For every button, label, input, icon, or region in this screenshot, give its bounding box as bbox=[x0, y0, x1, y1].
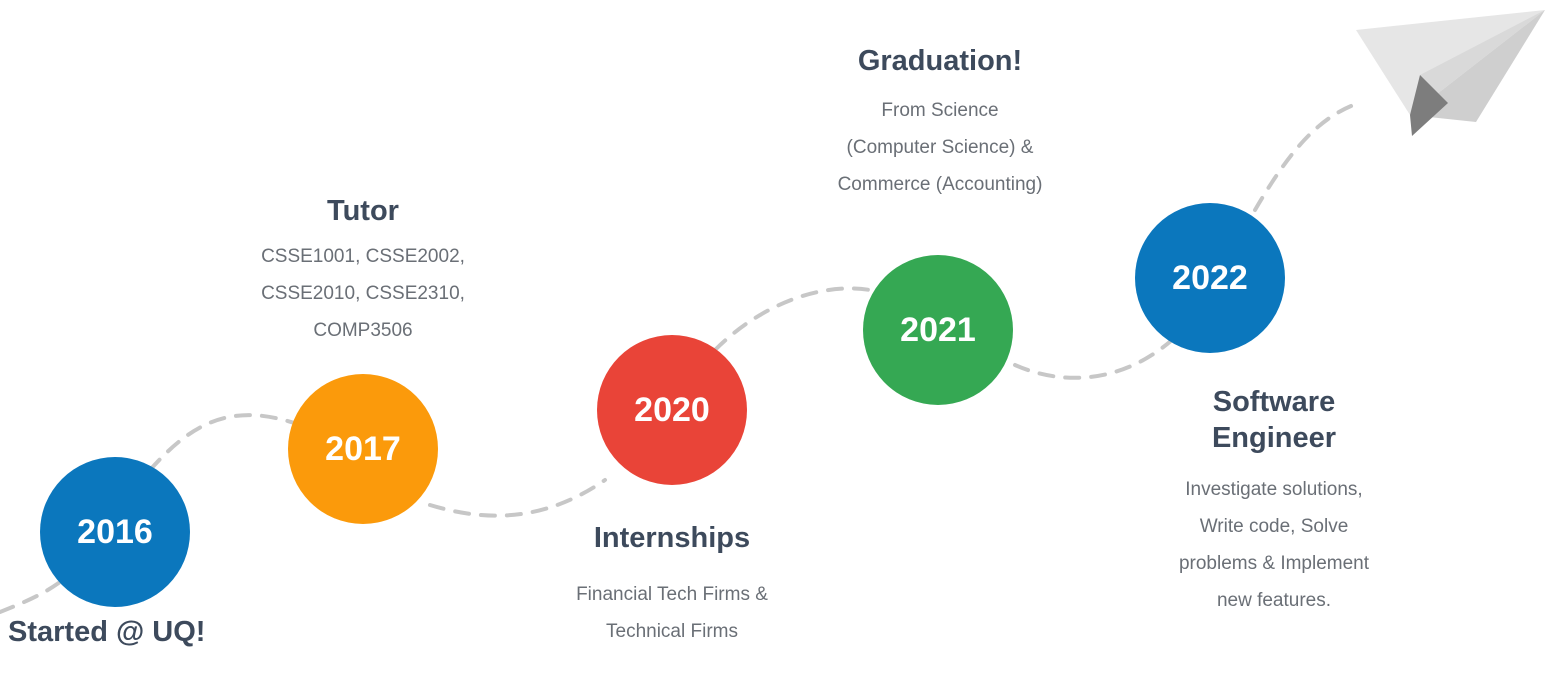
year-circle-2021: 2021 bbox=[863, 255, 1013, 405]
description-line: Financial Tech Firms & bbox=[576, 584, 768, 605]
milestone-title-graduation: Graduation! bbox=[857, 45, 1023, 77]
year-circle-2020: 2020 bbox=[597, 335, 747, 485]
description-line: From Science bbox=[881, 100, 999, 121]
year-label: 2022 bbox=[1172, 258, 1248, 297]
milestone-description-tutor: CSSE1001, CSSE2002, CSSE2010, CSSE2310, … bbox=[213, 238, 513, 349]
year-label: 2017 bbox=[325, 429, 401, 468]
milestone-description-internships: Financial Tech Firms & Technical Firms bbox=[522, 576, 822, 650]
description-line: Technical Firms bbox=[606, 621, 738, 642]
description-line: Commerce (Accounting) bbox=[837, 174, 1043, 195]
timeline-dashed-line bbox=[0, 100, 1364, 614]
milestone-title-software-engineer: Software Engineer bbox=[1124, 384, 1424, 456]
description-line: new features. bbox=[1216, 590, 1332, 611]
year-label: 2020 bbox=[634, 390, 710, 429]
milestone-description-graduation: From Science (Computer Science) & Commer… bbox=[780, 92, 1100, 203]
year-circle-2017: 2017 bbox=[288, 374, 438, 524]
description-line: Investigate solutions, bbox=[1185, 479, 1363, 500]
year-circle-2016: 2016 bbox=[40, 457, 190, 607]
description-line: COMP3506 bbox=[313, 320, 413, 341]
year-label: 2016 bbox=[77, 512, 153, 551]
description-line: CSSE2010, CSSE2310, bbox=[261, 283, 465, 304]
description-line: (Computer Science) & bbox=[846, 137, 1034, 158]
milestone-title-started: Started @ UQ! bbox=[8, 616, 206, 648]
milestone-title-internships: Internships bbox=[593, 522, 751, 554]
year-circle-2022: 2022 bbox=[1135, 203, 1285, 353]
description-line: problems & Implement bbox=[1178, 553, 1370, 574]
milestone-description-software-engineer: Investigate solutions, Write code, Solve… bbox=[1124, 471, 1424, 619]
description-line: Write code, Solve bbox=[1199, 516, 1349, 537]
milestone-title-tutor: Tutor bbox=[327, 195, 399, 227]
title-line: Software bbox=[1212, 386, 1336, 418]
year-label: 2021 bbox=[900, 310, 976, 349]
title-line: Engineer bbox=[1211, 422, 1337, 454]
description-line: CSSE1001, CSSE2002, bbox=[261, 246, 465, 267]
